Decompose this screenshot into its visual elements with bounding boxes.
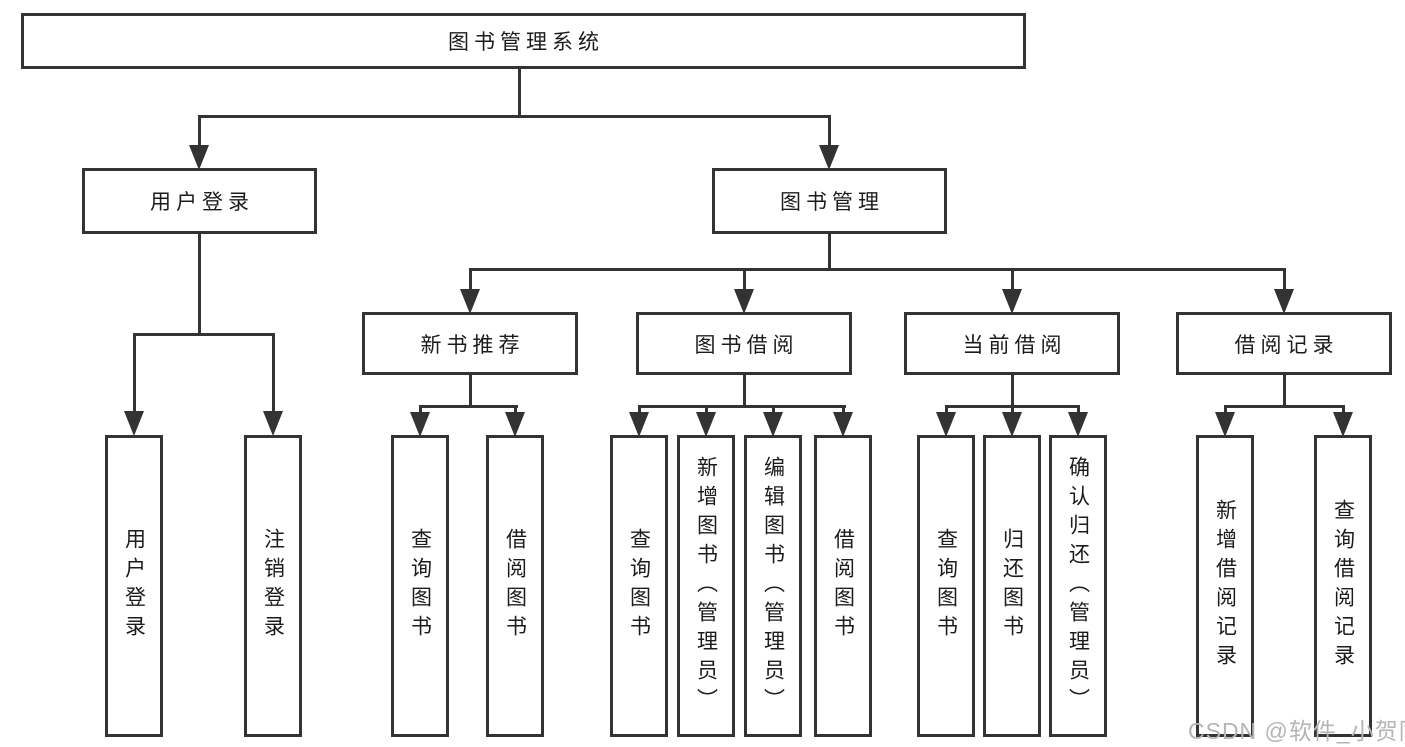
node-borrow-records-label: 借阅记录 (1234, 333, 1339, 357)
leaf-query-borrow-record-label: 查询借阅记录 (1331, 499, 1355, 673)
connector-line (1342, 405, 1345, 415)
connector-arrowhead-icon (833, 412, 853, 437)
leaf-logout: 注销登录 (244, 435, 302, 737)
connector-line (638, 405, 641, 415)
connector-line (945, 405, 948, 415)
connector-line (705, 405, 708, 415)
connector-arrowhead-icon (629, 412, 649, 437)
connector-line (198, 115, 831, 118)
connector-line (1283, 375, 1286, 408)
leaf-query-books-recommend-label: 查询图书 (408, 528, 432, 644)
connector-arrowhead-icon (263, 411, 283, 436)
node-root-label: 图书管理系统 (448, 31, 604, 54)
csdn-watermark: CSDN @软件_小贺同学 (1188, 718, 1405, 744)
connector-line (1011, 405, 1014, 415)
connector-line (514, 405, 517, 415)
connector-arrowhead-icon (1002, 412, 1022, 437)
connector-line (469, 268, 472, 292)
connector-line (772, 405, 775, 415)
node-book-management-label: 图书管理 (780, 191, 884, 214)
connector-line (1224, 405, 1227, 415)
connector-line (638, 405, 846, 408)
connector-arrowhead-icon (1333, 412, 1353, 437)
leaf-query-borrow-record: 查询借阅记录 (1314, 435, 1372, 737)
leaf-add-book-admin-label: 新增图书（管理员） (694, 455, 718, 717)
leaf-edit-book-admin-label: 编辑图书（管理员） (761, 455, 785, 717)
leaf-add-book-admin: 新增图书（管理员） (677, 435, 735, 737)
connector-arrowhead-icon (1068, 412, 1088, 437)
leaf-borrow-books-recommend: 借阅图书 (486, 435, 544, 737)
connector-line (469, 375, 472, 408)
connector-line (842, 405, 845, 415)
leaf-edit-book-admin: 编辑图书（管理员） (744, 435, 802, 737)
leaf-return-book-label: 归还图书 (1000, 528, 1024, 644)
connector-line (1011, 375, 1014, 408)
node-new-book-recommend: 新书推荐 (362, 312, 578, 375)
connector-line (469, 268, 1285, 271)
leaf-query-books-borrow: 查询图书 (610, 435, 668, 737)
leaf-query-books-borrow-label: 查询图书 (627, 528, 651, 644)
node-borrow-records: 借阅记录 (1176, 312, 1392, 375)
node-current-borrow: 当前借阅 (904, 312, 1120, 375)
connector-line (419, 405, 422, 415)
node-book-borrow-label: 图书借阅 (694, 333, 799, 357)
leaf-return-book: 归还图书 (983, 435, 1041, 737)
connector-line (272, 333, 275, 412)
node-book-management: 图书管理 (712, 168, 947, 234)
leaf-borrow-books-label: 借阅图书 (831, 528, 855, 644)
connector-line (743, 375, 746, 408)
node-book-borrow: 图书借阅 (636, 312, 852, 375)
connector-arrowhead-icon (1274, 289, 1294, 314)
connector-line (1077, 405, 1080, 415)
connector-line (133, 333, 275, 336)
leaf-query-books-recommend: 查询图书 (391, 435, 449, 737)
connector-line (198, 234, 201, 335)
connector-line (743, 268, 746, 292)
connector-arrowhead-icon (1215, 412, 1235, 437)
connector-arrowhead-icon (819, 145, 839, 170)
connector-arrowhead-icon (1002, 289, 1022, 314)
node-user-login-label: 用户登录 (150, 191, 254, 214)
leaf-query-books-current: 查询图书 (917, 435, 975, 737)
node-new-book-recommend-label: 新书推荐 (420, 333, 525, 357)
connector-line (1011, 268, 1014, 292)
leaf-add-borrow-record: 新增借阅记录 (1196, 435, 1254, 737)
leaf-logout-label: 注销登录 (261, 528, 285, 644)
connector-arrowhead-icon (124, 411, 144, 436)
leaf-confirm-return-admin-label: 确认归还（管理员） (1066, 455, 1090, 717)
node-user-login: 用户登录 (82, 168, 317, 234)
leaf-borrow-books-recommend-label: 借阅图书 (503, 528, 527, 644)
leaf-add-borrow-record-label: 新增借阅记录 (1213, 499, 1237, 673)
connector-arrowhead-icon (936, 412, 956, 437)
connector-line (828, 234, 831, 271)
connector-arrowhead-icon (696, 412, 716, 437)
leaf-query-books-current-label: 查询图书 (934, 528, 958, 644)
connector-line (828, 115, 831, 146)
connector-arrowhead-icon (460, 289, 480, 314)
connector-line (198, 115, 201, 146)
connector-arrowhead-icon (189, 145, 209, 170)
connector-line (133, 333, 136, 412)
node-current-borrow-label: 当前借阅 (962, 333, 1067, 357)
node-root: 图书管理系统 (21, 13, 1026, 69)
connector-line (1224, 405, 1345, 408)
connector-line (1283, 268, 1286, 292)
leaf-confirm-return-admin: 确认归还（管理员） (1049, 435, 1107, 737)
connector-line (518, 69, 521, 117)
connector-arrowhead-icon (763, 412, 783, 437)
leaf-user-login: 用户登录 (105, 435, 163, 737)
connector-arrowhead-icon (410, 412, 430, 437)
connector-arrowhead-icon (505, 412, 525, 437)
leaf-user-login-label: 用户登录 (122, 528, 146, 644)
connector-line (419, 405, 518, 408)
leaf-borrow-books: 借阅图书 (814, 435, 872, 737)
connector-arrowhead-icon (734, 289, 754, 314)
